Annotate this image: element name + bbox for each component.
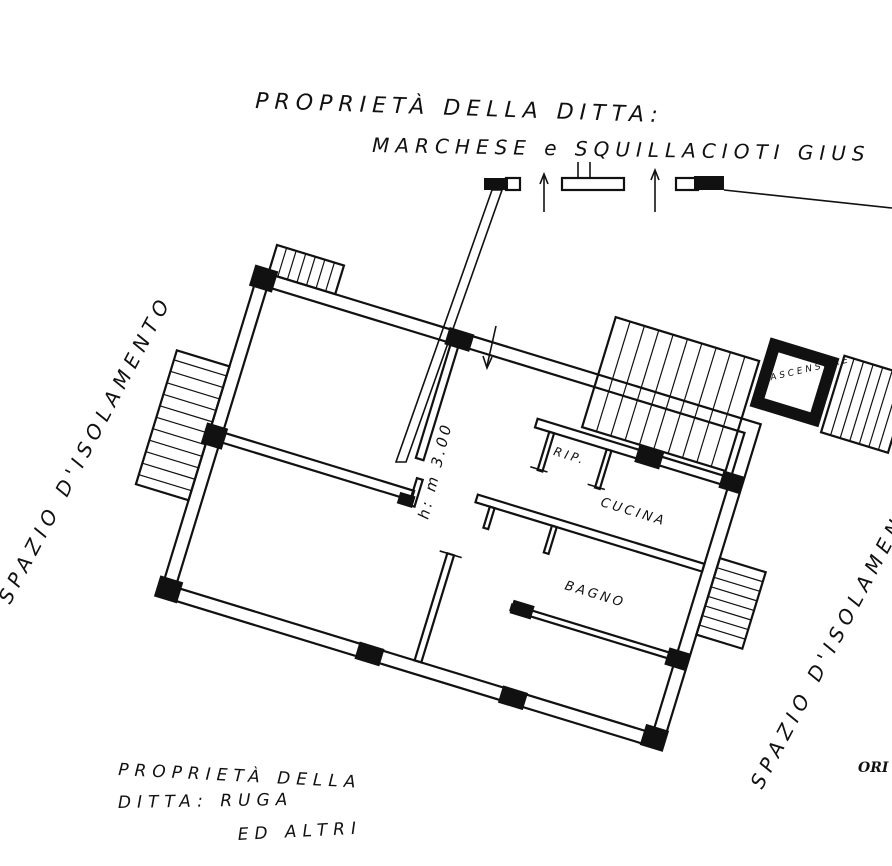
label-storage: RIP. xyxy=(552,444,588,467)
west-balcony xyxy=(134,348,231,502)
label-kitchen: CUCINA xyxy=(599,495,669,529)
north-owner-line2: MARCHESE e SQUILLACIOTI GIUS xyxy=(372,133,871,166)
apartment-plan: RIP. CUCINA BAGNO ASCENSORE xyxy=(134,243,892,752)
label-bathroom: BAGNO xyxy=(563,578,627,611)
north-balcony xyxy=(266,243,346,296)
internal-walls xyxy=(218,341,733,664)
south-owner-line2: DITTA: RUGA xyxy=(118,790,294,813)
south-owner-line3: ED ALTRI xyxy=(237,819,362,845)
elevator-shaft xyxy=(749,337,892,455)
south-owner-line1: PROPRIETÀ DELLA xyxy=(118,758,362,793)
orientation-label: ORI xyxy=(858,760,889,776)
ceiling-height: h: m 3.00 xyxy=(414,420,455,521)
staircase xyxy=(580,315,761,473)
east-isolation-space: SPAZIO D'ISOLAMENTO xyxy=(745,476,892,793)
entrance xyxy=(394,162,892,463)
east-balcony xyxy=(695,556,768,651)
west-isolation-space: SPAZIO D'ISOLAMENTO xyxy=(0,291,177,608)
north-owner-line1: PROPRIETÀ DELLA DITTA: xyxy=(255,88,664,128)
